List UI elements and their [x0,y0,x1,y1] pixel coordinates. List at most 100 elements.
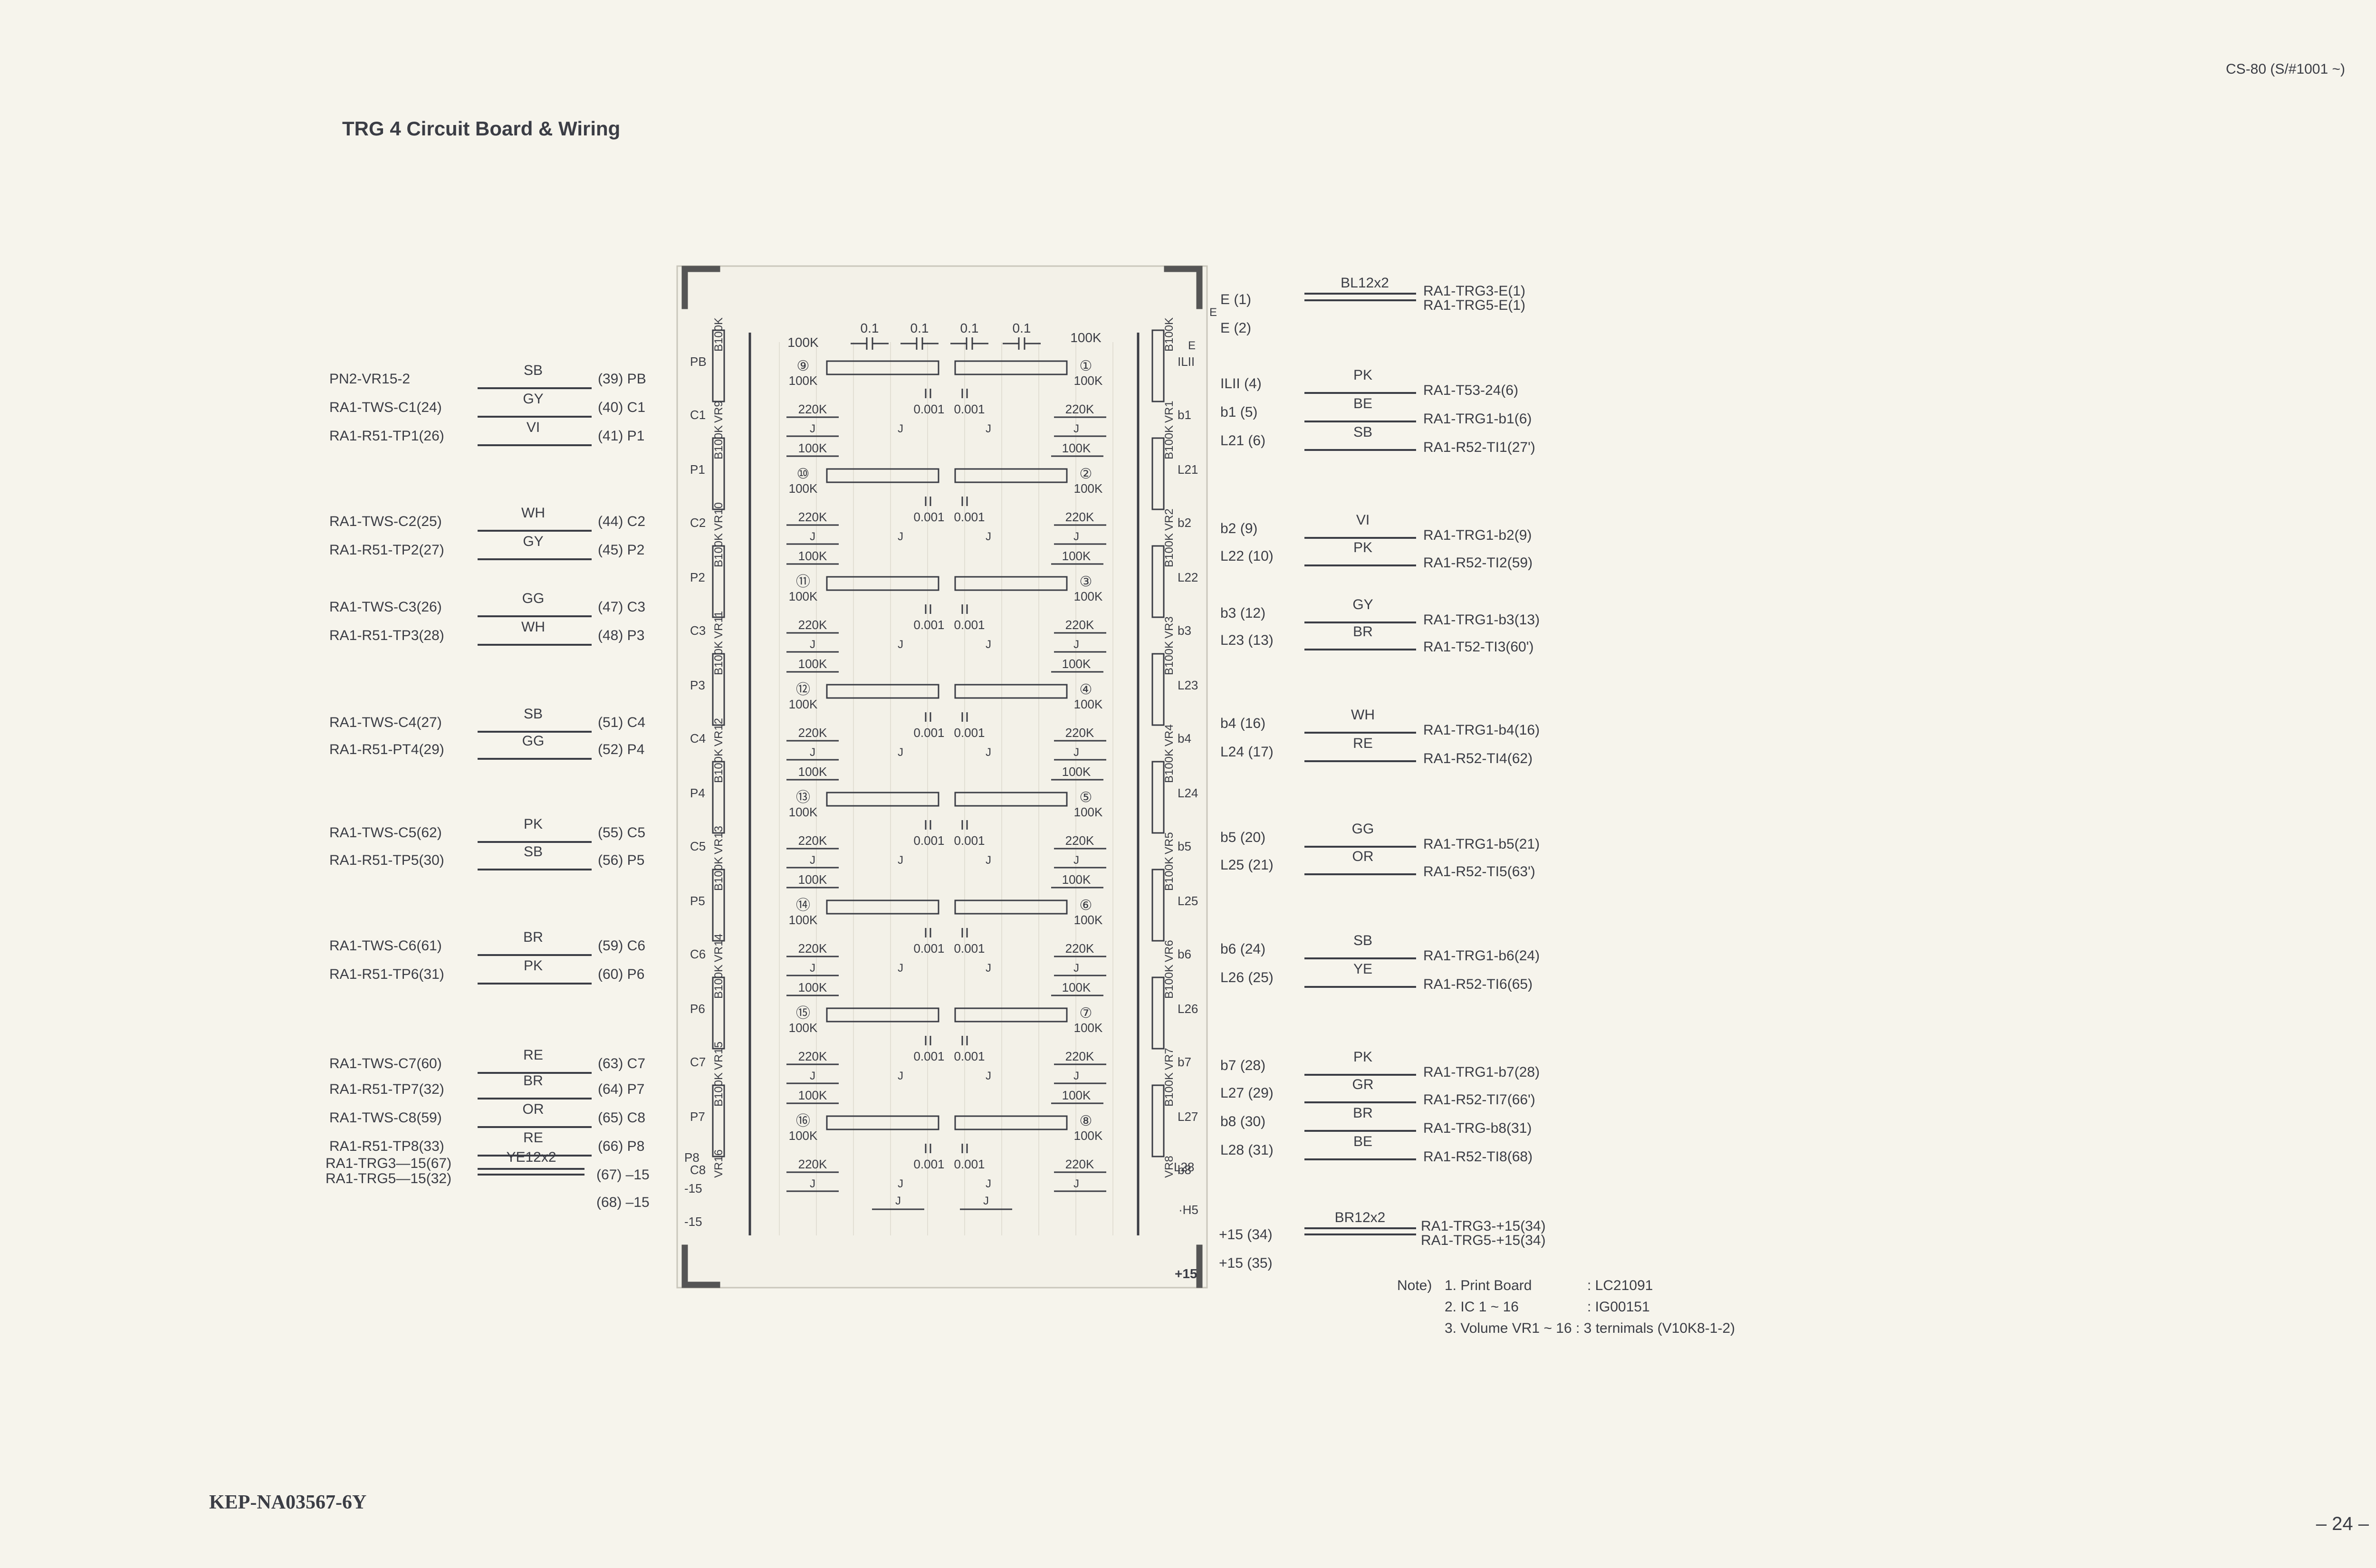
ic-number-label: ⑯ [796,1113,810,1129]
pin-label: L23 (13) [1220,632,1274,648]
potentiometer-label: VR3 [1163,616,1176,639]
jumper-label: J [983,1195,989,1207]
pin-label: (55) C5 [598,825,645,841]
pin-label: L26 (25) [1220,970,1274,985]
capacitor-value: 0.001 [913,941,944,956]
wire-color-code: BR [1353,1105,1373,1121]
pin-label: (45) P2 [598,542,644,558]
resistor-value: 220K [798,1157,827,1171]
potentiometer-label: VR4 [1163,724,1176,746]
wire-color-code: GY [1352,597,1373,612]
pin-label: (40) C1 [598,400,645,415]
ic-number-label: ② [1080,466,1092,482]
page-title: TRG 4 Circuit Board & Wiring [342,117,620,140]
ic-chip [826,1115,939,1130]
resistor-value: 220K [798,833,827,848]
wire-color-code: BR [523,929,543,945]
resistor-value: 220K [798,726,827,740]
resistor-value: 220K [798,1049,827,1063]
jumper-label: J [986,530,991,543]
wire-color-code: PK [524,958,543,974]
wire-color-code: WH [521,619,545,635]
jumper-label: J [986,746,991,759]
wire-color-code: GG [522,591,545,606]
ic-chip [954,360,1068,375]
potentiometer-label: VR12 [712,718,725,746]
resistor-value: 100K [789,913,818,927]
capacitor-value: 0.001 [954,833,985,848]
potentiometer-value: B100K [712,641,725,675]
board-pad-label: -15 [684,1181,702,1195]
jumper-label: J [986,422,991,435]
ic-number-label: ⑮ [796,1005,810,1021]
wire-destination-label: RA1-TWS-C8(59) [329,1110,442,1126]
pin-label: (68) –15 [596,1195,650,1210]
board-pad-label: L21 [1178,462,1198,477]
jumper-label: J [810,962,815,975]
jumper-label: J [1073,530,1079,543]
pin-label: ILII (4) [1220,376,1262,392]
resistor-value: 220K [1065,941,1094,956]
board-pad-label: C6 [690,947,706,961]
board-pad-label: L26 [1178,1002,1198,1016]
ic-number-label: ⑤ [1080,790,1092,805]
resistor-value: 100K [798,657,827,671]
resistor-value: 100K [1062,549,1091,563]
wire-destination-label: RA1-R51-TP5(30) [329,852,444,868]
board-corner-bracket [681,1244,688,1288]
board-pad-label: L27 [1178,1109,1198,1124]
capacitor-value: 0.1 [960,321,979,335]
ic-number-label: ③ [1080,574,1092,590]
jumper-label: J [1073,422,1079,435]
pin-label: (56) P5 [598,852,644,868]
capacitor-value: 0.001 [913,1049,944,1063]
wire-color-code: BE [1353,396,1372,411]
jumper-label: J [1073,746,1079,759]
resistor-value: 100K [787,335,819,350]
page-model-label: CS-80 (S/#1001 ~) [2226,61,2345,77]
resistor-value: 100K [789,697,818,711]
jumper-label: J [898,962,903,975]
resistor-value: 220K [1065,1049,1094,1063]
resistor-value: 220K [1065,833,1094,848]
wire-color-code: PK [1353,367,1372,383]
jumper-label: J [810,1177,815,1190]
board-pad-label: ·H5 [1178,1203,1198,1217]
potentiometer-body [1151,545,1165,618]
wire-color-code: PK [1353,1049,1372,1065]
potentiometer-value: B100K [712,1072,725,1107]
wire-destination-label: RA1-TRG1-b5(21) [1423,836,1540,852]
jumper-label: J [986,1070,991,1082]
potentiometer-value: B100K [1163,533,1176,567]
resistor-value: 100K [789,589,818,603]
jumper-label: J [1073,638,1079,651]
jumper-label: J [1073,854,1079,867]
wire-color-code: VI [1356,512,1370,528]
resistor-value: 220K [798,402,827,416]
board-pad-label: P2 [690,570,705,584]
wire-color-code: GG [1352,821,1374,837]
pin-label: +15 (35) [1219,1255,1273,1271]
wire-destination-label: RA1-R51-TP1(26) [329,428,444,444]
wire-destination-label: RA1-TWS-C3(26) [329,599,442,615]
wire-color-code: PK [1353,540,1372,555]
board-pad-label: P6 [690,1002,705,1016]
board-pad-label: C7 [690,1055,706,1069]
ic-number-label: ⑫ [796,682,810,698]
potentiometer-body [1151,869,1165,942]
board-pad-label: L25 [1178,894,1198,908]
pin-label: b3 (12) [1220,605,1265,621]
wire-color-code: RE [523,1047,543,1063]
ic-number-label: ⑥ [1080,898,1092,913]
pin-label: E (1) [1220,292,1251,307]
potentiometer-body [712,869,725,942]
potentiometer-label: VR11 [712,611,725,639]
board-pad-label: L24 [1178,786,1198,800]
ic-chip [826,899,939,915]
jumper-label: J [986,962,991,975]
jumper-label: J [895,1195,901,1207]
wire-destination-label: RA1-R51-TP7(32) [329,1081,444,1097]
wire-destination-label: RA1-R51-TP3(28) [329,628,444,643]
pin-label: (64) P7 [598,1081,644,1097]
capacitor-value: 0.1 [910,321,929,335]
